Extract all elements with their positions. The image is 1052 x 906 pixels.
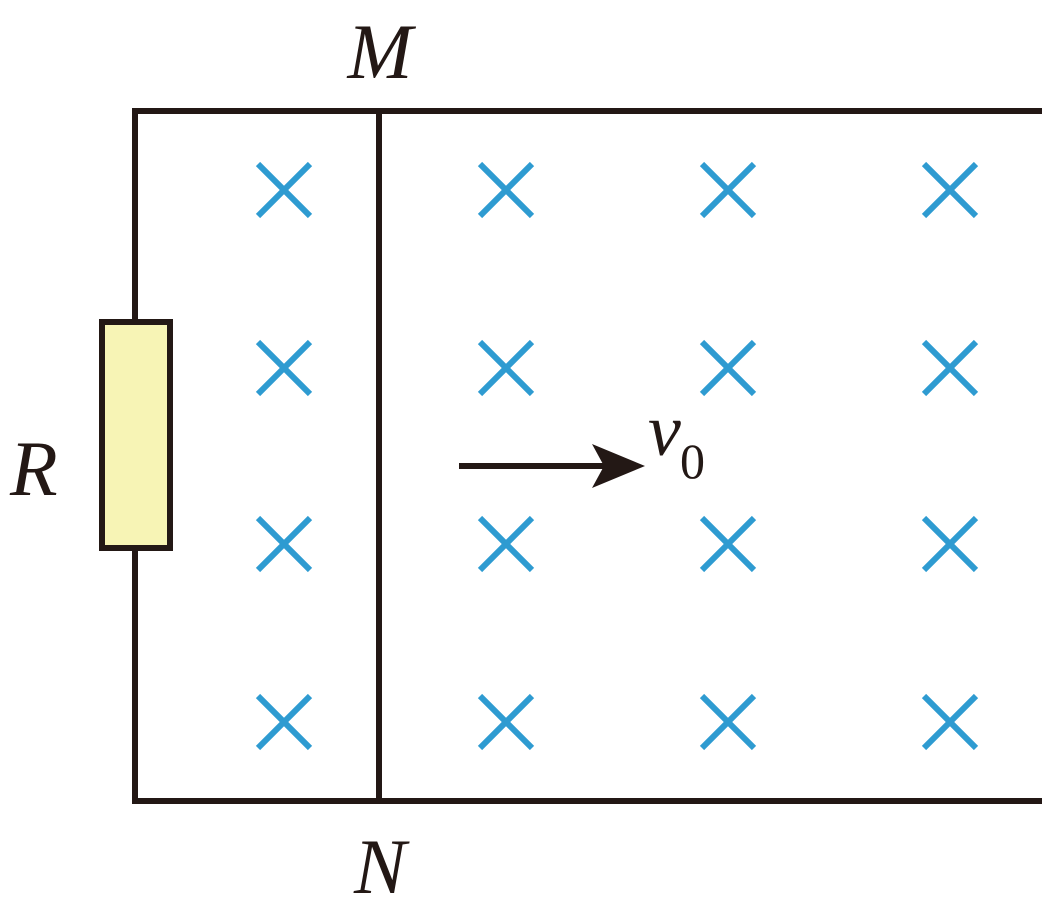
field-cross-icon (699, 693, 757, 751)
field-cross-icon (477, 515, 535, 573)
field-cross-icon (255, 515, 313, 573)
label-velocity-subscript: 0 (680, 433, 705, 489)
field-cross-icon (921, 693, 979, 751)
field-cross-icon (477, 339, 535, 397)
label-m: M (347, 8, 417, 95)
field-cross-icon (921, 161, 979, 219)
field-cross-icon (699, 515, 757, 573)
velocity-arrow (459, 444, 645, 488)
field-cross-icon (921, 339, 979, 397)
field-cross-icon (255, 339, 313, 397)
label-r: R (9, 425, 58, 512)
field-cross-icon (921, 515, 979, 573)
field-cross-icon (255, 161, 313, 219)
magnetic-field (255, 161, 979, 751)
label-n: N (353, 823, 410, 906)
circuit-wires (132, 108, 1042, 804)
label-velocity: v (648, 390, 681, 472)
field-cross-icon (699, 339, 757, 397)
resistor (99, 319, 173, 551)
field-cross-icon (255, 693, 313, 751)
field-cross-icon (477, 693, 535, 751)
field-cross-icon (477, 161, 535, 219)
field-cross-icon (699, 161, 757, 219)
velocity-arrow-head (592, 444, 645, 488)
